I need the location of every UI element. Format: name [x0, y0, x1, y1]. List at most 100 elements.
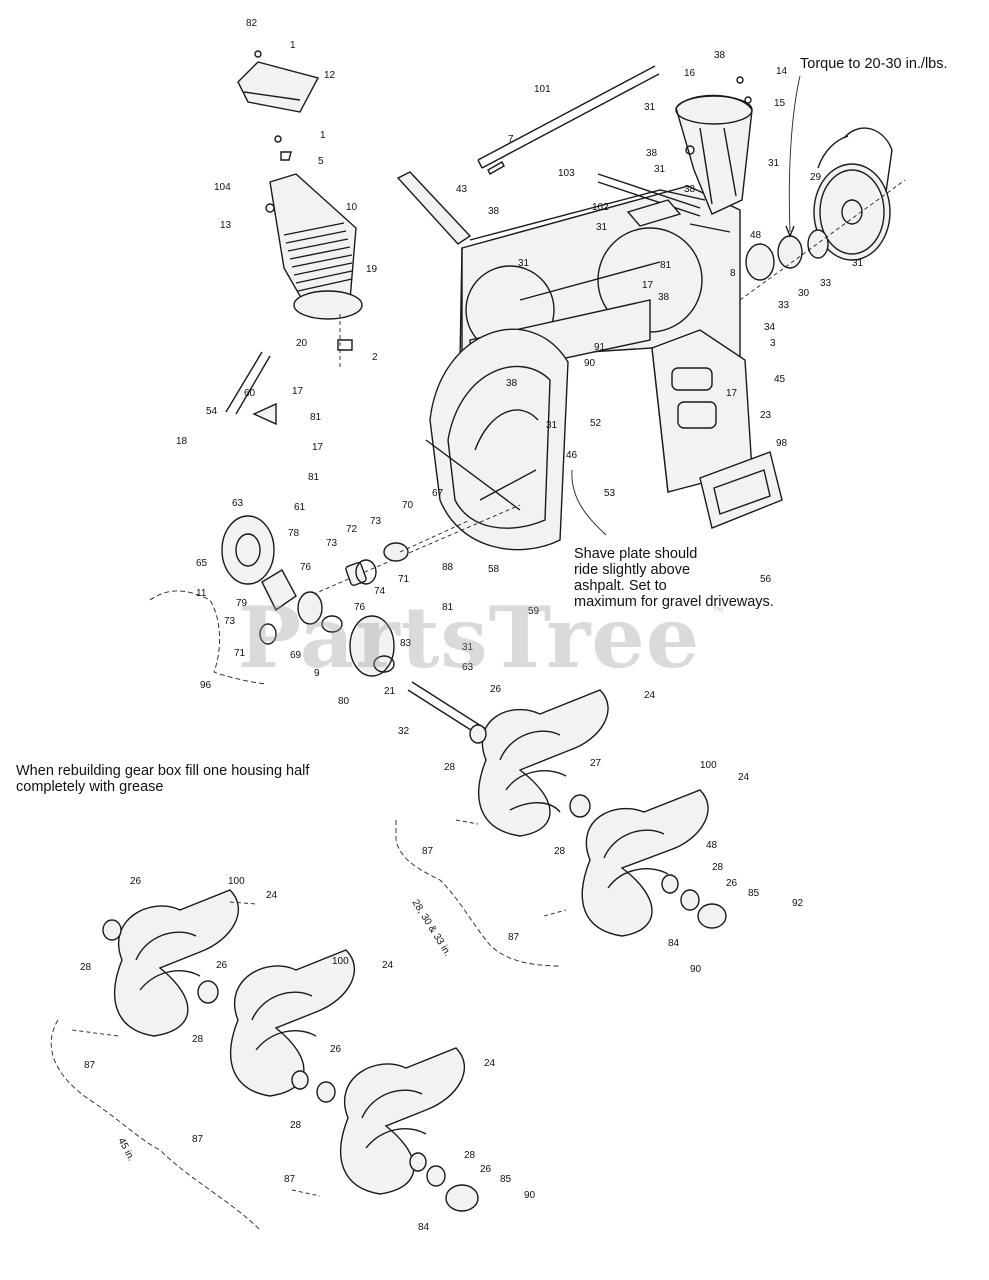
- callout: 71: [234, 648, 246, 659]
- callout: 46: [566, 450, 578, 461]
- callout: 90: [584, 358, 596, 369]
- callout: 87: [422, 846, 434, 857]
- callout: 103: [558, 168, 575, 179]
- callout: 30: [798, 288, 810, 299]
- callout: 45: [774, 374, 786, 385]
- auger-left-28-30-33: [469, 689, 609, 837]
- torque-note: Torque to 20-30 in./lbs.: [800, 56, 948, 72]
- bracket-label-28-30-33: 28, 30 & 33 in.: [409, 898, 453, 959]
- callout: 28: [464, 1150, 476, 1161]
- callout: 1: [290, 40, 296, 51]
- callout: 31: [596, 222, 608, 233]
- callout: 38: [646, 148, 658, 159]
- callout: 33: [778, 300, 790, 311]
- callout: 26: [480, 1164, 492, 1175]
- chute-crank-assembly: [396, 65, 731, 245]
- callout: 43: [456, 184, 468, 195]
- callout: 76: [300, 562, 312, 573]
- chute-base-assembly: [675, 76, 753, 215]
- callout: 58: [488, 564, 500, 575]
- callout: 9: [314, 668, 320, 679]
- callout: 15: [774, 98, 786, 109]
- impeller-assembly: [299, 328, 569, 601]
- bracket-96: [149, 590, 267, 685]
- pulley-assembly: [739, 127, 906, 301]
- callout: 24: [382, 960, 394, 971]
- callout: 101: [534, 84, 551, 95]
- callout: 31: [852, 258, 864, 269]
- callout: 20: [296, 338, 308, 349]
- callout: 63: [462, 662, 474, 673]
- callout: 85: [500, 1174, 512, 1185]
- callout: 81: [308, 472, 320, 483]
- callout: 31: [768, 158, 780, 169]
- shave-plate-note-line: ride slightly above: [574, 562, 691, 578]
- callout: 27: [590, 758, 602, 769]
- callout: 26: [216, 960, 228, 971]
- auger-45-third: [340, 1047, 479, 1212]
- callout: 17: [312, 442, 324, 453]
- callout: 18: [176, 436, 188, 447]
- callout: 87: [84, 1060, 96, 1071]
- callout: 98: [776, 438, 788, 449]
- callout: 24: [738, 772, 750, 783]
- callout: 48: [706, 840, 718, 851]
- callout-labels: 82 1 12 1 5 104 13 10 19 20 2 101 7 16 3…: [80, 18, 864, 1233]
- callout: 63: [232, 498, 244, 509]
- callout: 28: [290, 1120, 302, 1131]
- callout: 32: [398, 726, 410, 737]
- callout: 71: [398, 574, 410, 585]
- callout: 56: [760, 574, 772, 585]
- callout: 26: [726, 878, 738, 889]
- callout: 31: [546, 420, 558, 431]
- callout: 74: [374, 586, 386, 597]
- callout: 28: [712, 862, 724, 873]
- callout: 12: [324, 70, 336, 81]
- callout: 80: [338, 696, 350, 707]
- callout: 85: [748, 888, 760, 899]
- callout: 38: [714, 50, 726, 61]
- callout: 31: [518, 258, 530, 269]
- callout: 31: [644, 102, 656, 113]
- callout: 33: [820, 278, 832, 289]
- auger-right-28-30-33: [581, 789, 727, 937]
- callout: 73: [224, 616, 236, 627]
- callout: 90: [690, 964, 702, 975]
- callout: 84: [668, 938, 680, 949]
- callout: 67: [432, 488, 444, 499]
- callout: 17: [642, 280, 654, 291]
- shave-plate-note: Shave plate should ride slightly above a…: [574, 546, 774, 610]
- callout: 61: [294, 502, 306, 513]
- callout: 79: [236, 598, 248, 609]
- discharge-chute-assembly: [237, 50, 363, 370]
- gear-box-note-line: completely with grease: [16, 779, 164, 795]
- callout: 31: [654, 164, 666, 175]
- callout: 100: [700, 760, 717, 771]
- callout: 91: [594, 342, 606, 353]
- callout: 59: [528, 606, 540, 617]
- callout: 87: [508, 932, 520, 943]
- callout: 26: [330, 1044, 342, 1055]
- gearbox-assembly: [221, 351, 501, 747]
- callout: 65: [196, 558, 208, 569]
- callout: 104: [214, 182, 231, 193]
- callout: 81: [660, 260, 672, 271]
- callout: 1: [320, 130, 326, 141]
- callout: 73: [326, 538, 338, 549]
- callout: 34: [764, 322, 776, 333]
- callout: 26: [490, 684, 502, 695]
- callout: 28: [554, 846, 566, 857]
- callout: 24: [484, 1058, 496, 1069]
- callout: 38: [506, 378, 518, 389]
- callout: 87: [284, 1174, 296, 1185]
- callout: 13: [220, 220, 232, 231]
- callout: 100: [228, 876, 245, 887]
- callout: 24: [266, 890, 278, 901]
- callout: 100: [332, 956, 349, 967]
- bracket-45: [50, 1019, 261, 1231]
- callout: 92: [792, 898, 804, 909]
- callout: 21: [384, 686, 396, 697]
- callout: 60: [244, 388, 256, 399]
- callout: 78: [288, 528, 300, 539]
- callout: 29: [810, 172, 822, 183]
